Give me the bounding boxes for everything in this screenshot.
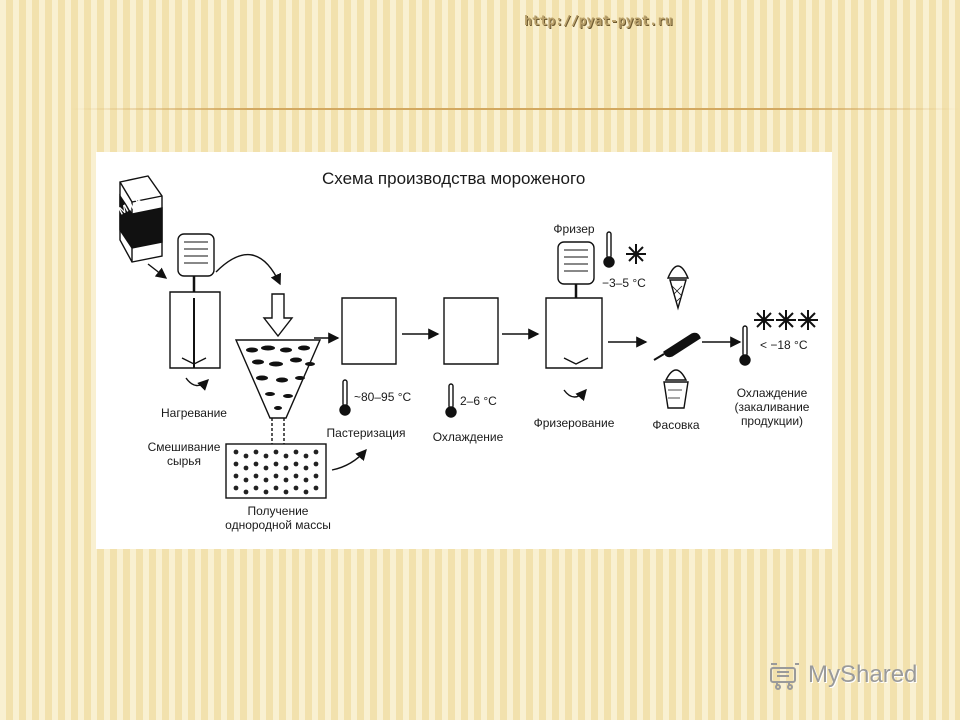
rotation-arrow-icon [185,377,209,391]
myshared-logo[interactable]: MyShared [768,658,917,692]
diagram-title: Схема производства мороженого [322,169,586,188]
freezer-icon [545,241,603,369]
snowflake-icon [626,244,646,264]
label-packing: Фасовка [652,418,700,432]
thermometer-pasteurization-icon [339,379,351,416]
arrow-mass-to-pasteurization [331,448,367,471]
thermometer-hardening-icon [739,325,751,366]
temp-hardening: < −18 °C [760,338,808,352]
ice-cream-bar-icon [653,332,701,361]
label-hardening: Охлаждение (закаливание продукции) [734,386,810,428]
arrow-down-icon [262,293,294,338]
myshared-logo-icon [770,663,799,690]
arrow-mixer-to-funnel [215,254,281,286]
label-freezer: Фризер [553,222,595,236]
funnel-icon [234,339,322,444]
diagram-panel: Схема производства мороженого MILK Нагре… [96,152,832,549]
header-divider [70,108,960,110]
temp-freezer: −3–5 °C [602,276,646,290]
temp-pasteurization: ~80–95 °C [354,390,412,404]
cooling-beaker-icon [443,297,499,365]
thermometer-freezer-icon [603,231,615,268]
label-heating: Нагревание [161,406,227,420]
label-freezing: Фризерование [533,416,615,430]
process-diagram [119,175,818,499]
arrow-carton-to-mixer [147,263,168,279]
label-homogeneous: Получение однородной массы [225,504,331,532]
label-pasteurization: Пастеризация [326,426,406,440]
pasteurization-beaker-icon [341,297,397,365]
thermometer-cooling-icon [445,383,457,418]
milk-carton-icon [119,175,163,263]
label-mixing: Смешивание сырья [147,440,221,468]
triple-snowflake-icon [754,310,818,330]
ice-cream-cup-icon [663,369,689,409]
temp-cooling: 2–6 °C [460,394,497,408]
source-url[interactable]: http://pyat-pyat.ru [524,14,673,29]
mixer-beaker-icon [169,233,221,369]
ice-cream-cone-icon [666,265,690,311]
rotation-arrow-freezer-icon [563,388,587,402]
logo-text: MyShared [808,661,918,688]
label-cooling: Охлаждение [432,430,504,444]
mass-dots [233,449,319,495]
